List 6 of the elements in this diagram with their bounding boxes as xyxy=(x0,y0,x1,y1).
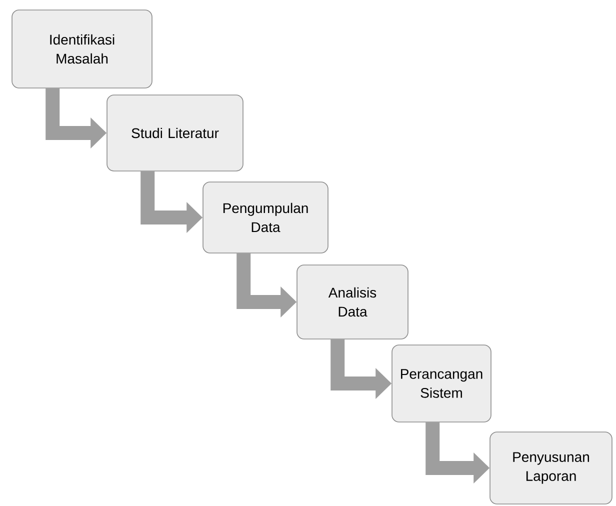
process-box: Identifikasi Masalah xyxy=(12,10,152,88)
process-box: Penyusunan Laporan xyxy=(490,432,612,504)
process-box: Analisis Data xyxy=(296,264,408,340)
process-box: Studi Literatur xyxy=(106,94,244,172)
process-box: Perancangan Sistem xyxy=(392,344,492,422)
process-box: Pengumpulan Data xyxy=(202,182,328,254)
